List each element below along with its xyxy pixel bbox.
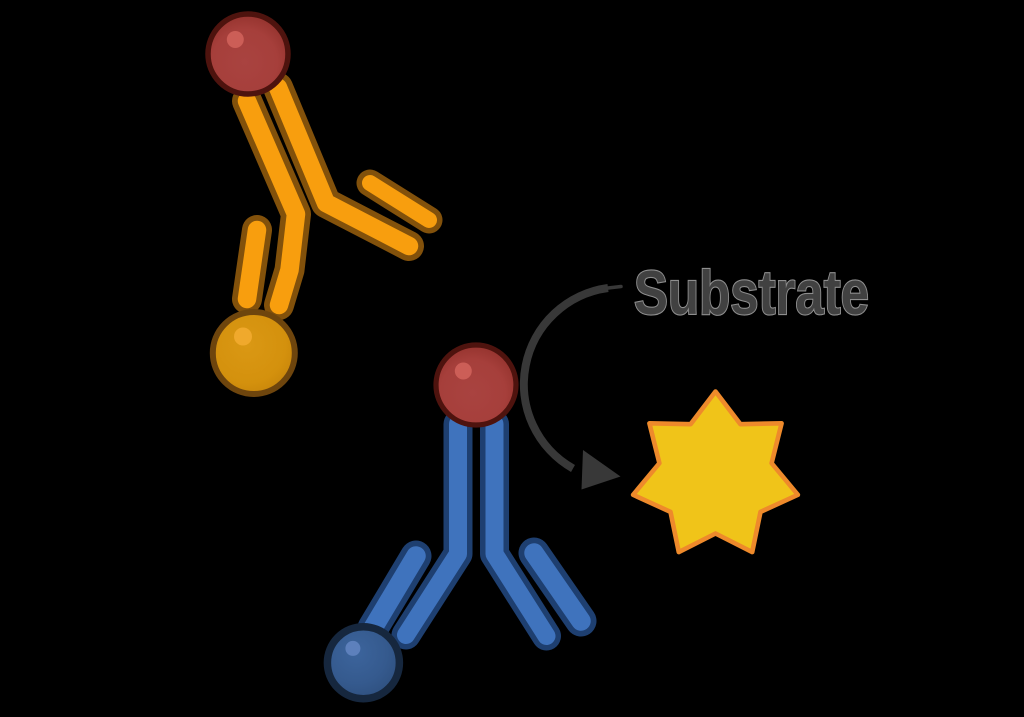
svg-text:Substrate: Substrate	[634, 259, 869, 328]
